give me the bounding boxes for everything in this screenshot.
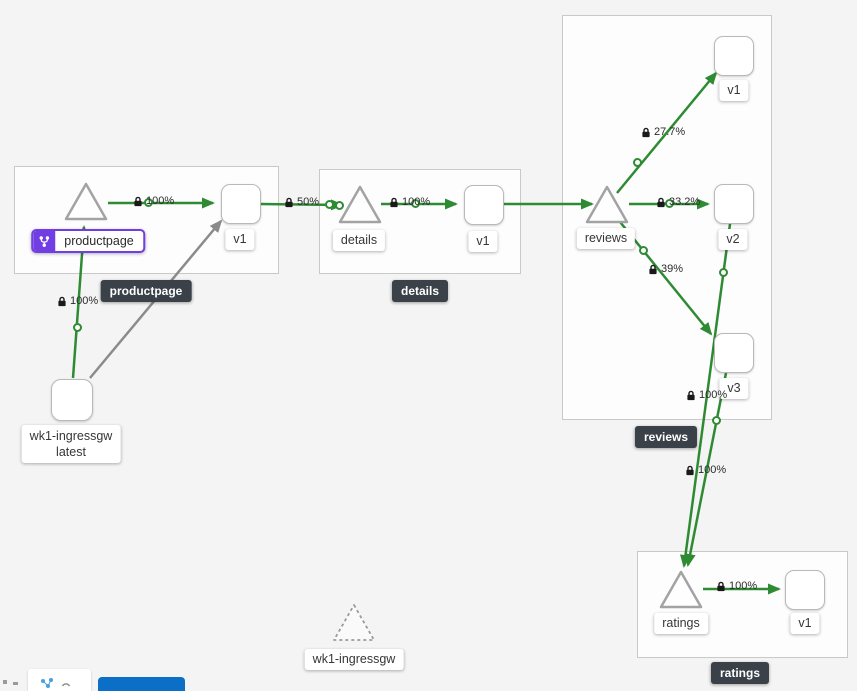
edge-label-reviews-v2[interactable]: 33.2%	[656, 196, 700, 208]
node-label-text: wk1-ingressgw	[29, 429, 113, 443]
node-label-text: reviews	[584, 231, 628, 245]
edge-percent: 39%	[661, 263, 684, 275]
workload-node-reviews-v1[interactable]	[714, 36, 754, 76]
lock-icon	[687, 390, 695, 400]
group-badge-reviews[interactable]: reviews	[634, 426, 698, 448]
node-label-text: productpage	[64, 234, 134, 248]
workload-node-ratings-v1[interactable]	[785, 570, 825, 610]
edge-label-reviews-v3[interactable]: 39%	[648, 263, 683, 275]
node-label-reviews-v3[interactable]: v3	[719, 378, 749, 399]
edge-dot	[73, 323, 82, 332]
group-badge-productpage[interactable]: productpage	[100, 280, 192, 302]
edge-dot	[411, 199, 420, 208]
node-label-reviews[interactable]: reviews	[576, 228, 636, 249]
node-label-reviews-v2[interactable]: v2	[718, 229, 748, 250]
lock-icon	[390, 197, 398, 207]
node-label-productpage-app[interactable]: productpage	[31, 229, 145, 253]
node-label-text: v1	[233, 232, 247, 246]
graph-control-box[interactable]	[28, 669, 91, 691]
edge-label-v2-ratings[interactable]: 100%	[685, 464, 726, 476]
edge-percent: 100%	[699, 389, 728, 401]
edge-percent: 100%	[70, 295, 99, 307]
lock-icon	[686, 465, 694, 475]
node-label-reviews-v1[interactable]: v1	[719, 80, 749, 101]
node-label-ratings[interactable]: ratings	[654, 613, 708, 634]
lock-icon	[58, 296, 66, 306]
edge-dot	[665, 199, 674, 208]
service-node-reviews[interactable]	[582, 182, 632, 227]
node-label-details[interactable]: details	[332, 230, 386, 251]
edge-dot	[325, 200, 334, 209]
edge-percent: 33.2%	[669, 196, 701, 208]
clipped-control	[3, 680, 7, 684]
workload-node-ingressgw[interactable]	[51, 379, 93, 421]
node-label-idle-ingressgw[interactable]: wk1-ingressgw	[304, 649, 404, 670]
app-badge-icon	[33, 231, 56, 251]
lock-icon	[642, 127, 650, 137]
edge-dot	[144, 198, 153, 207]
workload-node-reviews-v2[interactable]	[714, 184, 754, 224]
edge-label-reviews-v1[interactable]: 27.7%	[641, 126, 685, 138]
workload-node-details-v1[interactable]	[464, 185, 504, 225]
service-node-productpage[interactable]	[61, 179, 111, 224]
node-label-ratings-v1[interactable]: v1	[790, 613, 820, 634]
node-label-text: v1	[476, 234, 490, 248]
edge-v3-to-ratings[interactable]	[684, 372, 728, 567]
edge-percent: 100%	[698, 464, 727, 476]
service-node-idle-ingressgw[interactable]	[329, 600, 379, 645]
lock-icon	[657, 197, 665, 207]
workload-node-reviews-v3[interactable]	[714, 333, 754, 373]
group-badge-ratings[interactable]: ratings	[710, 662, 770, 684]
edge-dot	[719, 268, 728, 277]
edge-dot	[712, 416, 721, 425]
edge-dot	[639, 246, 648, 255]
node-label-text: latest	[56, 445, 86, 459]
node-label-text: v3	[727, 381, 741, 395]
lock-icon	[285, 197, 293, 207]
node-label-text: details	[340, 233, 378, 247]
node-label-text: wk1-ingressgw	[312, 652, 396, 666]
node-label-productpage-v1[interactable]: v1	[225, 229, 255, 250]
node-label-text: ratings	[662, 616, 700, 630]
group-badge-details[interactable]: details	[391, 280, 449, 302]
edge-reviews-to-v1[interactable]	[616, 71, 718, 194]
edge-label-productpage-details[interactable]: 50%	[284, 196, 319, 208]
edge-label-ratings-v1[interactable]: 100%	[716, 580, 757, 592]
edge-percent: 100%	[146, 195, 175, 207]
edge-v2-to-ratings[interactable]	[680, 223, 732, 568]
service-node-details[interactable]	[335, 182, 385, 227]
node-label-details-v1[interactable]: v1	[468, 231, 498, 252]
node-label-text: v2	[726, 232, 740, 246]
edge-label-productpage-v1[interactable]: 100%	[133, 195, 174, 207]
clipped-blue-button[interactable]	[98, 677, 185, 691]
mini-graph-icon	[41, 678, 53, 688]
partial-gear-icon	[61, 683, 71, 687]
lock-icon	[649, 264, 657, 274]
node-label-ingressgw[interactable]: wk1-ingressgw latest	[21, 425, 121, 463]
lock-icon	[134, 196, 142, 206]
clipped-control	[13, 682, 18, 685]
edge-percent: 100%	[729, 580, 758, 592]
edge-percent: 100%	[402, 196, 431, 208]
edge-percent: 27.7%	[654, 126, 686, 138]
edge-label-details-v1[interactable]: 100%	[389, 196, 430, 208]
edge-label-ingress-productpage[interactable]: 100%	[57, 295, 98, 307]
edge-dot	[633, 158, 642, 167]
node-label-text: v1	[798, 616, 812, 630]
service-node-ratings[interactable]	[656, 567, 706, 612]
lock-icon	[717, 581, 725, 591]
workload-node-productpage-v1[interactable]	[221, 184, 261, 224]
edge-percent: 50%	[297, 196, 320, 208]
edge-label-v3-ratings[interactable]: 100%	[686, 389, 727, 401]
edge-dot	[335, 201, 344, 210]
node-label-text: v1	[727, 83, 741, 97]
